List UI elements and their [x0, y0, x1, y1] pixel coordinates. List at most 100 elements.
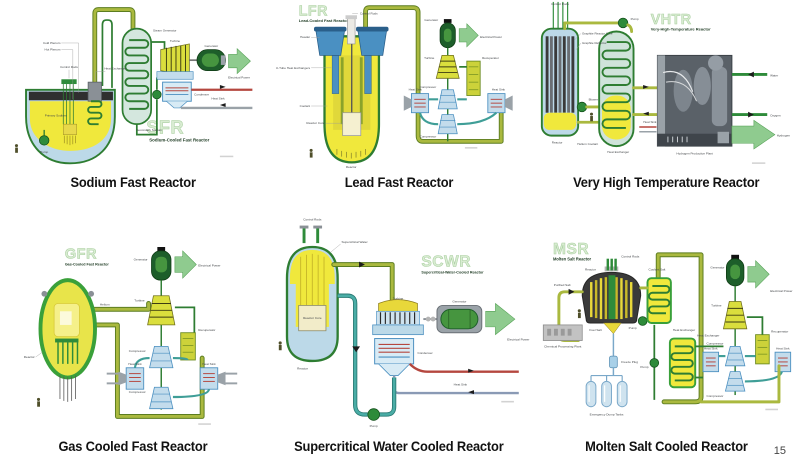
diagram-id-mark [464, 147, 478, 149]
sfr-primary-loop-pipe [92, 7, 136, 88]
label-heat-sink: Heat Sink [704, 346, 718, 350]
scale-person-icon [278, 341, 282, 351]
sfr-secondary-return-pipe [135, 99, 158, 136]
scale-person-icon [577, 309, 581, 319]
msr-diagram: MSR Molten Salt Reactor [542, 241, 793, 416]
scwr-turbine-blades [379, 312, 416, 324]
reactor-panel-lfr: LFR Lead-Cooled Fast Reactor [266, 0, 532, 210]
label-heat-sink: Heat Sink [211, 96, 225, 100]
lfr-reactor-vessel [314, 15, 389, 164]
reactor-caption-scwr: Supercritical Water Cooled Reactor [294, 438, 504, 454]
scwr-flow-arrow [468, 390, 474, 395]
label-pump: Pump [629, 326, 637, 330]
reactor-panel-gfr: GFR Gas-Cooled Fast Reactor [0, 210, 266, 464]
lfr-hx-module-right [364, 55, 372, 94]
gfr-diagram: GFR Gas-Cooled Fast Reactor [24, 246, 238, 425]
label-generator: Generator [134, 258, 148, 262]
label-heat-exchanger: U-Tube Heat Exchangers [276, 66, 311, 70]
sfr-control-rods [62, 84, 74, 125]
sfr-core [63, 123, 77, 135]
label-hot-plenum: Hot Plenum [44, 48, 60, 52]
scwr-shaft-coupling [423, 316, 437, 322]
vhtr-plant-windows [667, 136, 688, 143]
reactor-panel-vhtr: VHTR Very-High-Temperature Reactor [532, 0, 800, 210]
msr-center-channel [608, 275, 616, 320]
sfr-pool-vessel [25, 79, 116, 165]
sfr-electrical-power-arrow [228, 48, 251, 75]
label-secondary-sodium: Secondary Sodium [136, 128, 162, 132]
vhtr-hydrogen-arrow [731, 119, 776, 150]
lfr-coolant-channel [359, 57, 363, 125]
msr-heat-exchanger-1 [646, 277, 672, 324]
gfr-heat-sink-left [106, 367, 145, 390]
msr-connector-pipes [695, 316, 783, 404]
label-compressor: Compressor [129, 390, 146, 394]
msr-heat-exchanger-2 [668, 337, 697, 389]
gfr-vessel-nozzle [88, 290, 95, 297]
reactor-panel-scwr: SCWR Supercritical-Water-Cooled Reactor … [266, 210, 532, 464]
lfr-primary-loop-pipe [363, 5, 504, 144]
lfr-hx-module-left [331, 55, 340, 94]
label-compressor: Compressor [420, 85, 437, 89]
sfr-primary-pump [39, 135, 50, 146]
label-heat-exchanger: Heat Exchanger [607, 150, 629, 154]
gfr-loop-pipes [90, 301, 205, 419]
msr-pump-1 [637, 316, 648, 326]
vhtr-pump [617, 17, 629, 29]
gfr-reactor-vessel [38, 278, 97, 402]
label-pump: Pump [370, 424, 378, 428]
gfr-connector-pipes [133, 356, 211, 399]
lfr-bottom-hatch [336, 148, 366, 159]
gfr-electrical-power-arrow [174, 250, 197, 279]
lfr-turbine [435, 55, 460, 79]
label-graphite-reflector: Graphite Reflector [582, 41, 607, 45]
lfr-control-rod-stem [347, 16, 356, 45]
label-control-rods: Control Rods [60, 65, 78, 69]
label-control-rods: Control Rods [360, 11, 378, 15]
label-freeze-plug: Freeze Plug [621, 360, 638, 364]
label-reactor: Reactor [585, 267, 596, 271]
label-heat-sink: Heat Sink [492, 88, 506, 92]
lfr-header-cap [314, 26, 347, 32]
label-turbine: Turbine [424, 56, 435, 60]
lfr-control-rod-cap [345, 15, 357, 20]
label-reactor-core: Reactor Core [306, 121, 324, 125]
label-heat-sink: Heat Sink [202, 362, 216, 366]
lfr-heat-sink-right [487, 93, 513, 114]
scwr-watermark-subtitle: Supercritical-Water-Cooled Reactor [421, 270, 484, 274]
sfr-condenser [162, 81, 192, 109]
label-turbine: Turbine [134, 299, 145, 303]
label-reactor: Reactor [346, 165, 357, 169]
gfr-rod-drives [59, 375, 76, 402]
msr-secondary-loop [637, 252, 704, 405]
msr-reactor-vessel [581, 271, 642, 335]
scwr-flow-arrow [468, 368, 474, 373]
vhtr-watermark: VHTR Very-High-Temperature Reactor [650, 12, 711, 32]
gfr-heat-sink-right [199, 367, 238, 390]
gfr-recuperator [180, 332, 196, 361]
vhtr-heat-exchanger [598, 30, 635, 148]
gfr-core-glow [59, 311, 72, 325]
msr-heat-sink-left [702, 351, 720, 373]
vhtr-watermark-subtitle: Very-High-Temperature Reactor [651, 27, 711, 32]
label-header: Header [300, 35, 310, 39]
label-purified-salt: Purified Salt [554, 283, 571, 287]
gfr-turbine [147, 295, 176, 326]
gfr-control-rods [57, 342, 79, 364]
scwr-generator [436, 304, 483, 334]
msr-generator [725, 254, 745, 287]
vhtr-top-pipe [563, 21, 620, 31]
label-compressor: Compressor [707, 394, 724, 398]
label-water: Water [770, 73, 778, 77]
msr-recuperator [755, 334, 770, 365]
label-steam-generator: Steam Generator [153, 29, 176, 33]
reactor-caption-lfr: Lead Fast Reactor [344, 174, 454, 190]
msr-compressor-1 [724, 345, 746, 367]
label-heat-sink: Heat Sink [776, 346, 790, 350]
label-oxygen: Oxygen [770, 114, 781, 118]
label-recuperator: Recuperator [198, 328, 215, 332]
gfr-watermark-subtitle: Gas-Cooled Fast Reactor [65, 263, 110, 267]
label-turbine: Turbine [170, 39, 181, 43]
